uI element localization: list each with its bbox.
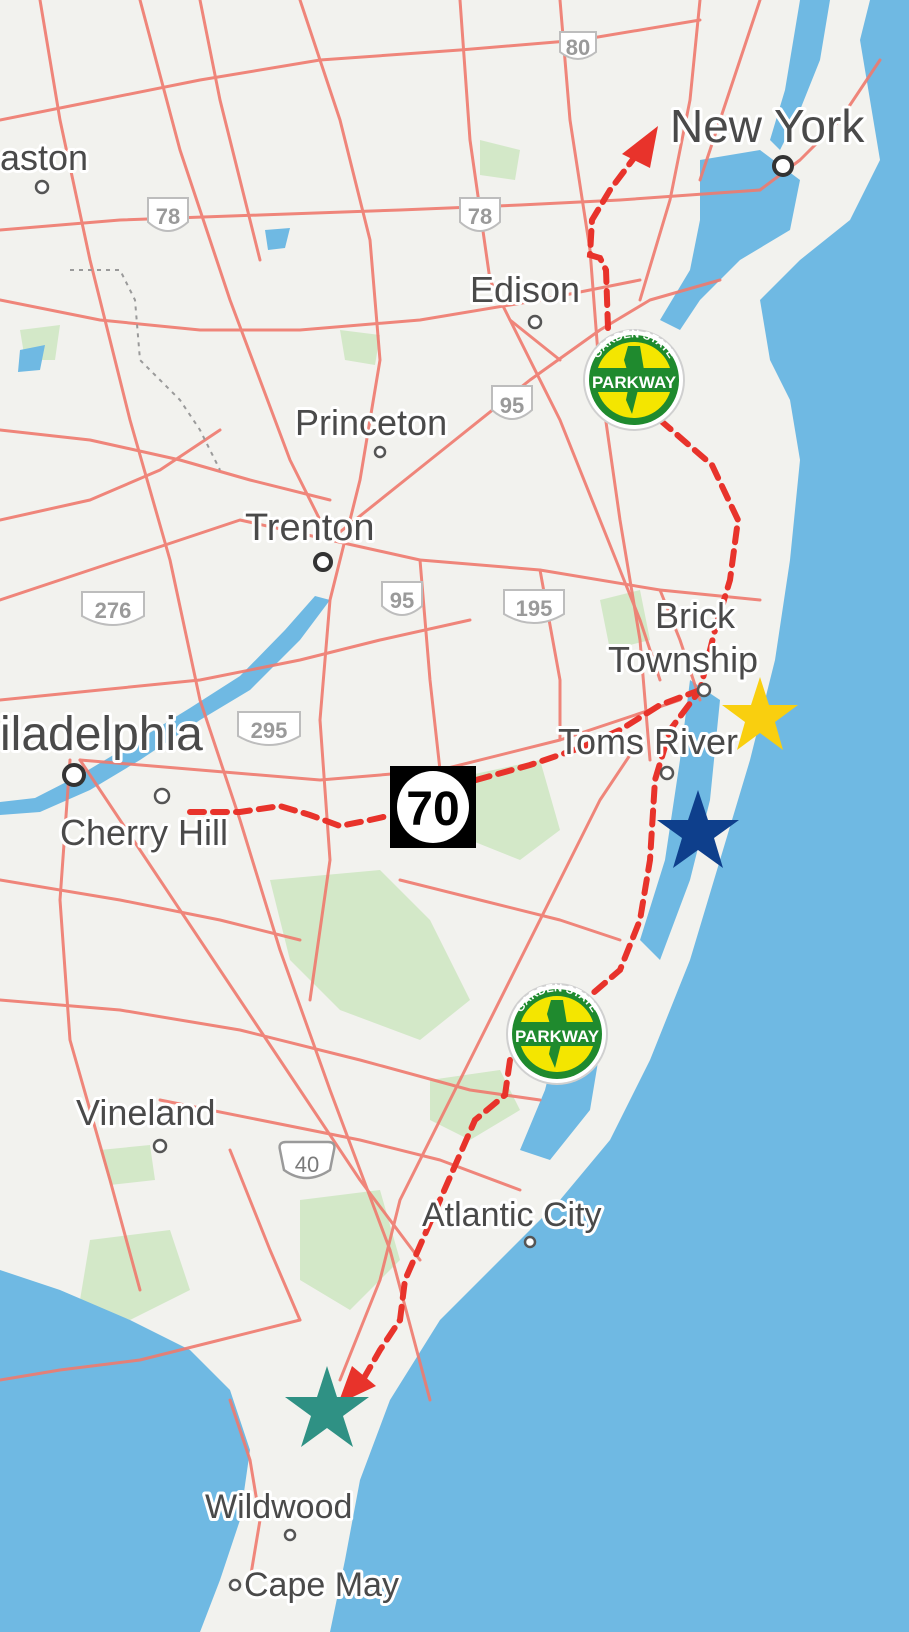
lake-spot-1 (265, 228, 290, 250)
i276-shield: 276 (81, 591, 145, 626)
city-label-princeton[interactable]: Princeton (292, 399, 450, 446)
route-lines (187, 147, 742, 1388)
atlantic-ocean (330, 0, 909, 1632)
city-label-atlantic-city[interactable]: Atlantic City (419, 1193, 605, 1237)
road-network (0, 0, 882, 1582)
i80-shield: 80 (559, 31, 597, 60)
city-label-easton[interactable]: aston (0, 134, 91, 181)
route-70-west (187, 802, 395, 830)
parkway-shield-north[interactable]: PARKWAY GARDEN STATE (583, 328, 685, 431)
i95-south-label: 95 (390, 588, 414, 613)
i80-label: 80 (566, 35, 590, 60)
city-label-brick-line2[interactable]: Township (605, 636, 761, 683)
parkway-route-north (586, 147, 643, 331)
arrow-south-icon (338, 1366, 376, 1404)
us40-label: 40 (295, 1152, 319, 1177)
city-label-toms-river[interactable]: Toms River (555, 718, 741, 765)
wildwood-dot (283, 1528, 297, 1542)
i295-shield: 295 (237, 711, 301, 746)
city-label-brick-line1[interactable]: Brick (652, 592, 739, 639)
route-70-east (473, 687, 703, 783)
trenton-dot (313, 552, 333, 572)
i195-label: 195 (516, 596, 553, 621)
edison-dot (527, 314, 543, 330)
state-boundary (70, 269, 221, 471)
star-markers[interactable] (285, 677, 798, 1447)
city-label-cherry-hill[interactable]: Cherry Hill (57, 809, 231, 856)
vineland-dot (152, 1138, 168, 1154)
delaware-bay (0, 1270, 250, 1632)
city-label-philadelphia[interactable]: iladelphia (0, 705, 206, 764)
parkway-south-label: PARKWAY (515, 1027, 600, 1046)
new-york-dot (772, 155, 794, 177)
city-label-vineland[interactable]: Vineland (73, 1089, 218, 1136)
parkway-north-label: PARKWAY (592, 373, 677, 392)
easton-dot (34, 179, 50, 195)
i95-shield-south: 95 (381, 581, 423, 616)
i78-shield-east: 78 (459, 197, 501, 232)
city-label-edison[interactable]: Edison (467, 266, 583, 313)
i78-shield-west: 78 (147, 197, 189, 232)
parkway-route-south (357, 1057, 513, 1388)
city-label-wildwood[interactable]: Wildwood (202, 1485, 355, 1529)
parkway-shield-south[interactable]: PARKWAY GARDEN STATE (506, 982, 608, 1085)
brick-dot (696, 682, 712, 698)
park-areas (20, 140, 650, 1320)
cape-may-dot (228, 1578, 242, 1592)
i295-label: 295 (251, 718, 288, 743)
princeton-dot (373, 445, 387, 459)
us40-shield: 40 (278, 1140, 336, 1180)
lake-spot-2 (18, 345, 45, 372)
i95-shield-north: 95 (491, 385, 533, 420)
hudson-river (770, 0, 830, 150)
arrow-north-icon (622, 126, 658, 168)
star-teal-icon[interactable] (285, 1366, 369, 1447)
i95-north-label: 95 (500, 393, 524, 418)
city-label-cape-may[interactable]: Cape May (241, 1563, 402, 1607)
delaware-river (0, 596, 330, 815)
star-navy-icon[interactable] (657, 790, 739, 868)
city-label-trenton[interactable]: Trenton (242, 504, 378, 552)
cherry-hill-dot (153, 787, 171, 805)
i78-east-label: 78 (468, 204, 492, 229)
parkway-route-mid (582, 417, 742, 1003)
i276-label: 276 (95, 598, 132, 623)
route-70-label: 70 (406, 783, 459, 836)
route-arrows (338, 126, 658, 1404)
philadelphia-dot (62, 763, 86, 787)
i195-shield: 195 (503, 589, 565, 624)
route-70-shield[interactable]: 70 (390, 766, 476, 848)
toms-river-dot (659, 765, 675, 781)
lower-bay (660, 150, 800, 330)
star-yellow-icon[interactable] (722, 677, 798, 750)
city-markers: New York aston Edison Princeton Trenton … (0, 97, 868, 1607)
atlantic-city-dot (523, 1235, 537, 1249)
i78-west-label: 78 (156, 204, 180, 229)
city-label-new-york[interactable]: New York (667, 97, 868, 155)
